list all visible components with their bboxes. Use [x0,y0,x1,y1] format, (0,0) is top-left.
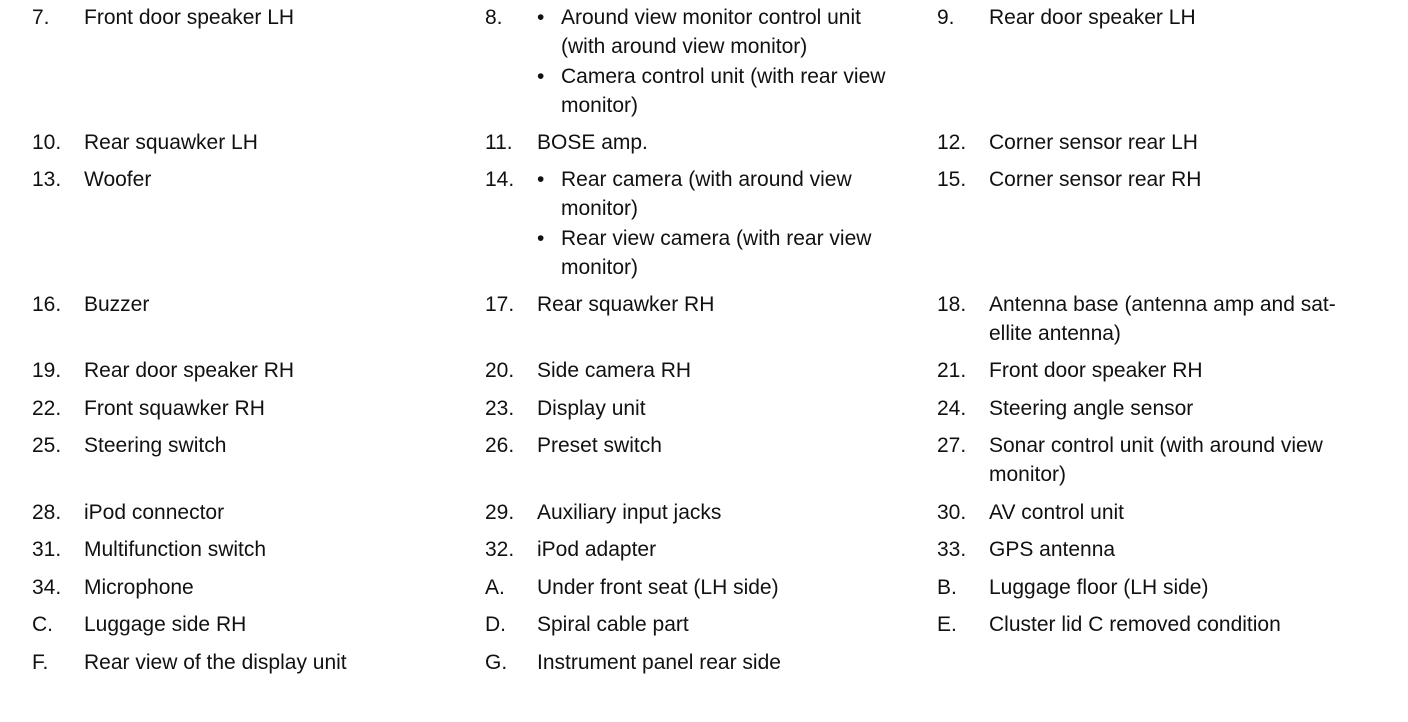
legend-number: E. [937,613,957,636]
legend-number: F. [32,651,49,674]
legend-number: 12. [937,131,967,154]
legend-number: 17. [485,293,515,316]
legend-number: 22. [32,397,62,420]
legend-text: Steering switch [84,434,227,457]
legend-text: AV control unit [989,501,1125,524]
legend-number: 20. [485,359,515,382]
legend-number: 21. [937,359,967,382]
legend-bullet-text: Around view monitor control unit [561,6,861,29]
legend-bullet-text: monitor) [561,197,639,220]
legend-number: A. [485,576,505,599]
legend-number: 31. [32,538,62,561]
legend-text: Cluster lid C removed condition [989,613,1281,636]
legend-number: B. [937,576,957,599]
legend-number: G. [485,651,508,674]
legend-number: 30. [937,501,967,524]
legend-text: Auxiliary input jacks [537,501,722,524]
legend-text: Rear squawker LH [84,131,258,154]
legend-text: Rear door speaker RH [84,359,295,382]
legend-text: Buzzer [84,293,150,316]
legend-number: 25. [32,434,62,457]
legend-text: Spiral cable part [537,613,689,636]
bullet-icon: • [537,168,545,191]
legend-text: Luggage side RH [84,613,247,636]
legend-number: 32. [485,538,515,561]
legend-text: Steering angle sensor [989,397,1194,420]
legend-text: Rear view of the display unit [84,651,347,674]
legend-number: 13. [32,168,62,191]
legend-text: Instrument panel rear side [537,651,781,674]
legend-number: 8. [485,6,503,29]
legend-text: Corner sensor rear LH [989,131,1198,154]
legend-text: Front door speaker LH [84,6,295,29]
legend-text: iPod adapter [537,538,657,561]
legend-number: 16. [32,293,62,316]
legend-text: Front squawker RH [84,397,265,420]
legend-number: 26. [485,434,515,457]
legend-text: Corner sensor rear RH [989,168,1202,191]
legend-number: 11. [485,131,513,154]
legend-number: 27. [937,434,967,457]
legend-text: Antenna base (antenna amp and sat- [989,293,1336,316]
legend-number: 33. [937,538,967,561]
legend-text: Luggage floor (LH side) [989,576,1209,599]
legend-text: iPod connector [84,501,225,524]
legend-bullet-text: monitor) [561,256,639,279]
legend-text: Multifunction switch [84,538,267,561]
legend-text: Preset switch [537,434,662,457]
legend-text: Rear squawker RH [537,293,715,316]
legend-number: 10. [32,131,62,154]
legend-text: Rear door speaker LH [989,6,1196,29]
legend-number: 23. [485,397,515,420]
legend-bullet-text: Rear view camera (with rear view [561,227,872,250]
legend-text: Side camera RH [537,359,692,382]
bullet-icon: • [537,6,545,29]
legend-number: 15. [937,168,967,191]
legend-number: 7. [32,6,50,29]
legend-number: 19. [32,359,62,382]
legend-number: 29. [485,501,515,524]
bullet-icon: • [537,65,545,88]
legend-text: monitor) [989,463,1067,486]
legend-number: C. [32,613,53,636]
legend-bullet-text: Camera control unit (with rear view [561,65,886,88]
legend-text: Display unit [537,397,646,420]
legend-number: 14. [485,168,515,191]
legend-text: ellite antenna) [989,322,1121,345]
legend-text: Woofer [84,168,152,191]
legend-text: Under front seat (LH side) [537,576,779,599]
bullet-icon: • [537,227,545,250]
legend-number: D. [485,613,506,636]
legend-text: Front door speaker RH [989,359,1203,382]
legend-text: Microphone [84,576,194,599]
legend-number: 18. [937,293,967,316]
legend-number: 34. [32,576,62,599]
legend-number: 24. [937,397,967,420]
legend-bullet-text: monitor) [561,94,639,117]
legend-number: 28. [32,501,62,524]
legend-text: GPS antenna [989,538,1116,561]
legend-bullet-text: Rear camera (with around view [561,168,852,191]
legend-number: 9. [937,6,955,29]
legend-bullet-text: (with around view monitor) [561,35,808,58]
legend-text: BOSE amp. [537,131,648,154]
legend-text: Sonar control unit (with around view [989,434,1323,457]
